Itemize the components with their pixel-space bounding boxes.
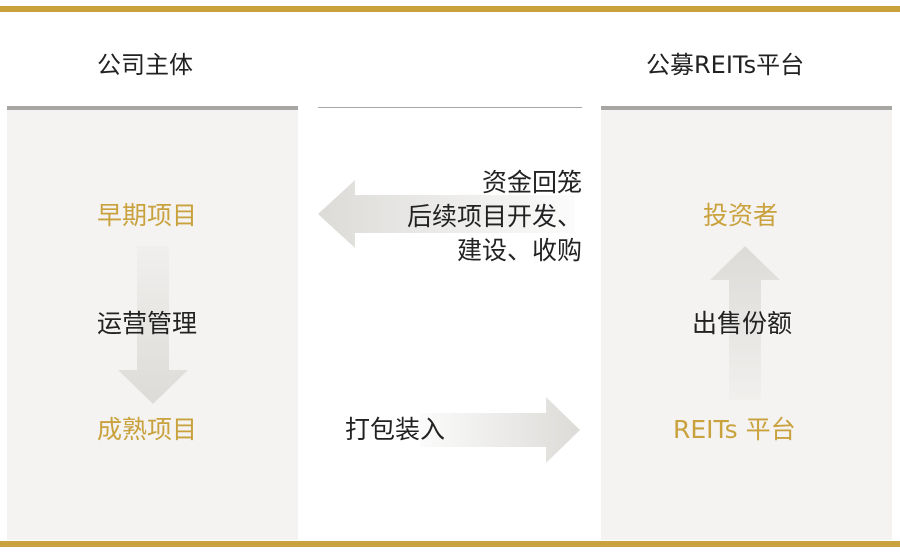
label-reits-platform: REITs 平台 (673, 415, 796, 444)
arrow-left-icon (318, 180, 575, 248)
arrow-up-icon (710, 246, 780, 400)
header-company-entity: 公司主体 (97, 51, 193, 79)
label-mature-project: 成熟项目 (97, 415, 198, 444)
return-flow-text: 资金回笼 后续项目开发、 建设、收购 (407, 166, 582, 268)
return-flow-line: 后续项目开发、 (406, 202, 582, 231)
label-package-in: 打包装入 (345, 415, 446, 444)
middle-divider (318, 107, 582, 108)
return-flow-line: 建设、收购 (456, 236, 582, 265)
return-flow-line: 资金回笼 (481, 168, 582, 197)
bottom-gold-bar (0, 541, 900, 547)
label-investor: 投资者 (703, 201, 779, 230)
label-sell-shares: 出售份额 (692, 309, 793, 338)
arrow-right-icon (420, 397, 580, 463)
top-gold-bar (0, 6, 900, 12)
arrow-down-icon (118, 246, 188, 404)
label-operations: 运营管理 (97, 309, 198, 338)
header-reits-platform: 公募REITs平台 (646, 51, 805, 79)
label-early-project: 早期项目 (97, 201, 198, 230)
